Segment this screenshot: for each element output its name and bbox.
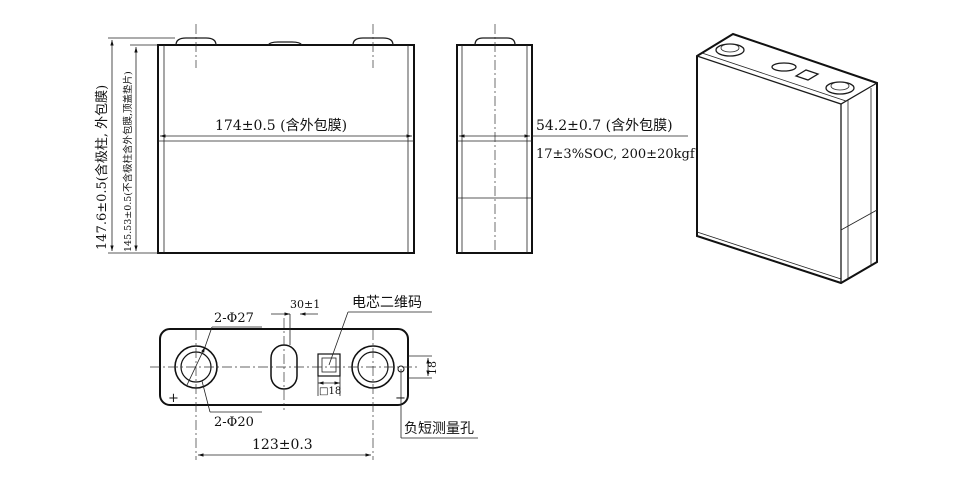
- slot-label: 30±1: [290, 298, 320, 311]
- qr-code-label: 电芯二维码: [352, 295, 422, 311]
- width-label: 174±0.5 (含外包膜): [215, 118, 347, 134]
- iso-terminal-left: [715, 43, 745, 57]
- height-total-label: 147.6±0.5(含极柱, 外包膜): [94, 85, 110, 250]
- thickness-condition-label: 17±3%SOC, 200±20kgf: [536, 147, 696, 162]
- thickness-label: 54.2±0.7 (含外包膜): [536, 118, 673, 134]
- neg-hole-label: 负短测量孔: [404, 421, 474, 437]
- iso-terminal-right: [825, 81, 855, 95]
- side-body: [456, 44, 533, 254]
- front-view: 174±0.5 (含外包膜) 147.6±0.5(含极柱, 外包膜) 145.5…: [94, 24, 415, 254]
- qr-size-label: □18: [319, 386, 341, 397]
- iso-vent: [771, 62, 797, 72]
- terminal-inner-label: 2-Φ20: [214, 415, 254, 430]
- pitch-label: 123±0.3: [252, 437, 313, 453]
- iso-outline: [696, 32, 878, 285]
- vent-height-label: 18: [426, 361, 439, 375]
- terminal-outer-label: 2-Φ27: [214, 311, 254, 326]
- isometric-view: [696, 32, 878, 285]
- minus-sign: −: [395, 391, 406, 406]
- plus-sign: +: [168, 391, 179, 406]
- iso-qr-mark: [794, 69, 820, 81]
- height-body-label: 145.53±0.5(不含极柱含外包膜,顶盖垫片): [122, 71, 134, 252]
- front-body: [157, 44, 415, 254]
- side-view: 54.2±0.7 (含外包膜) 17±3%SOC, 200±20kgf: [456, 24, 696, 254]
- top-view: + − 30±1 电芯二维码 □18 2-Φ27 2-Φ20 123±0.3 1…: [150, 295, 478, 460]
- front-vent: [267, 41, 303, 46]
